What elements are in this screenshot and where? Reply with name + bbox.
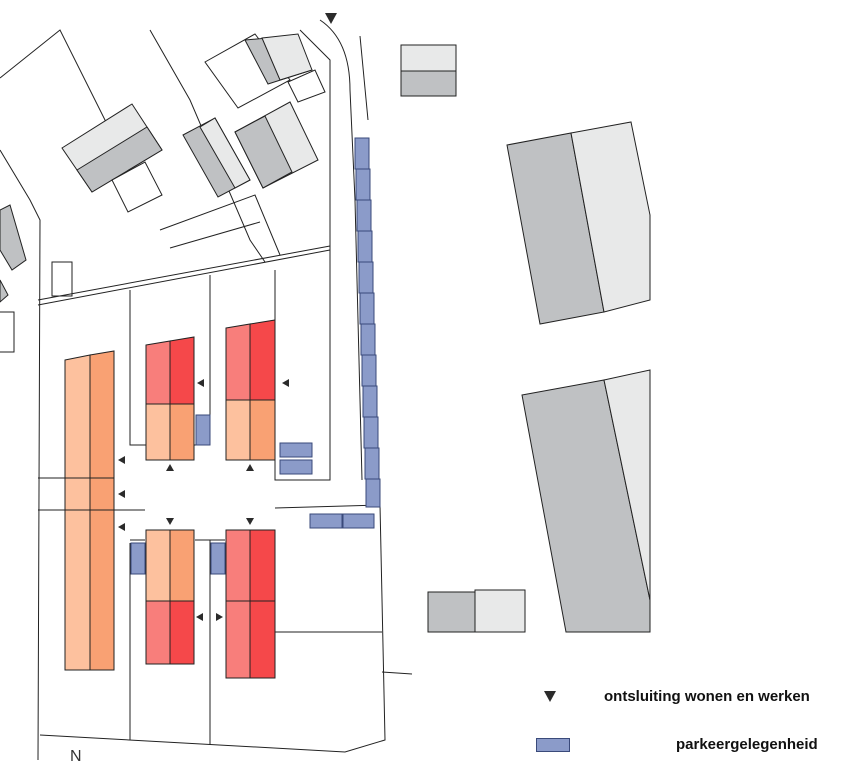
new-house-red <box>145 340 171 405</box>
triangle-down-icon <box>544 691 556 702</box>
large-existing-building <box>570 121 651 313</box>
parcel-line <box>169 221 261 249</box>
existing-building <box>400 70 457 97</box>
parking-bay <box>361 354 377 387</box>
shed-outline <box>51 261 73 297</box>
new-house-red <box>169 336 195 405</box>
triangle-down-icon <box>325 13 337 24</box>
parking-bay <box>362 385 378 418</box>
large-existing-building <box>521 379 651 633</box>
new-house-block <box>64 354 91 671</box>
existing-building <box>287 69 326 103</box>
triangle-right-icon <box>216 613 223 621</box>
parking-bay <box>279 459 313 475</box>
legend-label-parking: parkeergelegenheid <box>676 736 818 753</box>
existing-building <box>474 589 526 633</box>
triangle-down-icon <box>246 518 254 525</box>
existing-building <box>0 279 9 303</box>
new-house-orange <box>145 403 171 461</box>
new-house-red <box>225 323 251 401</box>
road-edge <box>359 35 369 121</box>
new-house-orange <box>169 529 195 602</box>
existing-building <box>76 126 163 193</box>
triangle-left-icon <box>282 379 289 387</box>
parking-bay <box>359 292 375 325</box>
triangle-left-icon <box>118 456 125 464</box>
new-house-red <box>145 600 171 665</box>
triangle-up-icon <box>246 464 254 471</box>
existing-building <box>427 591 476 633</box>
parcel-line <box>0 29 111 131</box>
parcel-line <box>381 671 413 675</box>
triangle-left-icon <box>118 490 125 498</box>
parking-bay <box>195 414 211 446</box>
existing-building <box>261 33 313 81</box>
triangle-left-icon <box>118 523 125 531</box>
parking-bay <box>357 230 373 263</box>
existing-building <box>400 44 457 72</box>
parking-bay <box>342 513 375 529</box>
parking-bay <box>364 447 380 480</box>
new-house-red <box>225 529 251 679</box>
parcel-line <box>37 245 331 301</box>
new-house-orange <box>145 529 171 602</box>
parking-bay <box>356 199 372 232</box>
parking-bay <box>354 137 370 170</box>
existing-building <box>111 161 163 213</box>
new-house-orange <box>249 399 276 461</box>
parcel-line <box>37 249 331 306</box>
large-existing-building <box>603 369 651 601</box>
parking-bay <box>358 261 374 294</box>
new-house-red <box>249 319 276 401</box>
parking-bay <box>309 513 343 529</box>
new-house-orange <box>225 399 251 461</box>
parking-bay <box>363 416 379 449</box>
parcel-line <box>0 311 15 353</box>
existing-building <box>0 204 27 271</box>
parking-bay <box>360 323 376 356</box>
parking-bay <box>365 478 381 508</box>
new-house-red <box>169 600 195 665</box>
road-edge <box>319 19 363 481</box>
triangle-left-icon <box>196 613 203 621</box>
existing-building <box>234 115 293 189</box>
parking-bay <box>130 542 146 575</box>
parking-bay-icon <box>536 738 570 752</box>
parcel-line <box>39 504 386 753</box>
parking-bay <box>355 168 371 201</box>
new-house-orange <box>169 403 195 461</box>
parking-bay <box>210 542 226 575</box>
triangle-up-icon <box>166 464 174 471</box>
triangle-left-icon <box>197 379 204 387</box>
parcel-line <box>0 149 41 761</box>
north-marker: N <box>70 748 82 765</box>
existing-building <box>199 117 251 189</box>
new-house-red <box>249 529 276 679</box>
parcel-line <box>159 194 281 256</box>
parking-bay <box>279 442 313 458</box>
legend-label-access: ontsluiting wonen en werken <box>604 688 810 705</box>
triangle-down-icon <box>166 518 174 525</box>
